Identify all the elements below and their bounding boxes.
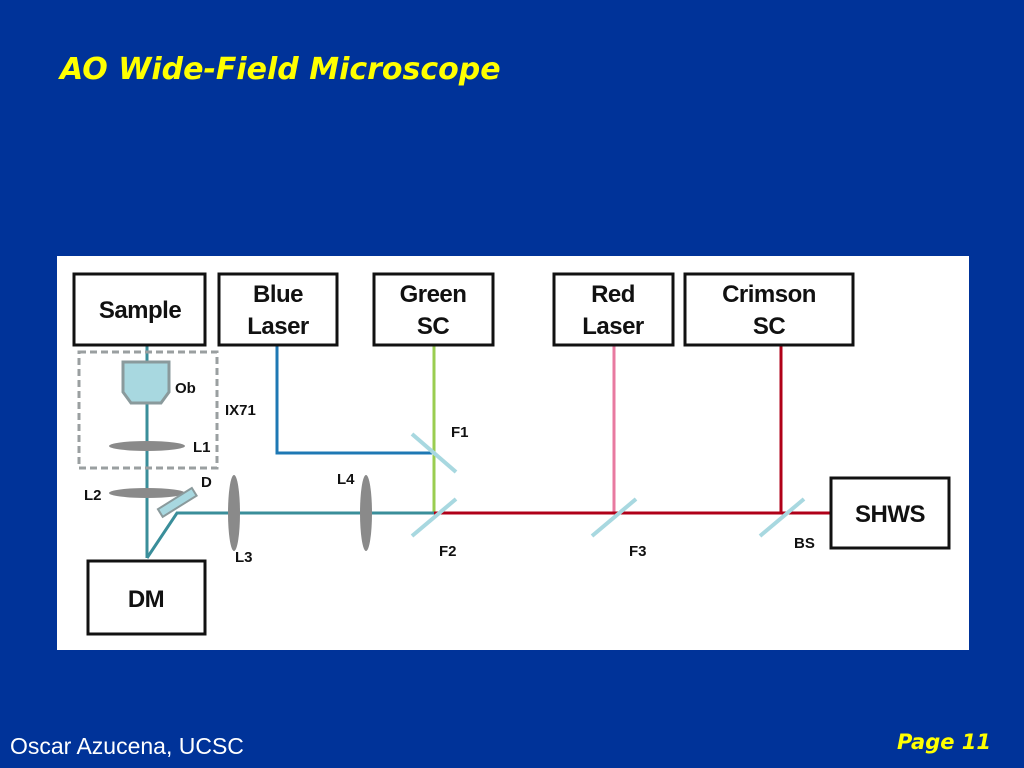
green-sc-label-line1: Green xyxy=(400,281,467,308)
crimson-sc-label-line2: SC xyxy=(753,313,786,340)
crimson-sc-box xyxy=(683,272,855,347)
crimson-sc-label-line1: Crimson xyxy=(722,281,816,308)
filter-f1-icon xyxy=(410,432,458,474)
green-sc-box xyxy=(372,272,495,347)
shws-box-label: SHWS xyxy=(855,501,925,528)
dm-relay-beam xyxy=(145,511,434,559)
lens-l1-icon xyxy=(109,441,185,451)
d-label: D xyxy=(201,474,212,491)
dm-box xyxy=(86,559,207,636)
red-laser-box xyxy=(552,272,675,347)
filter-f3-icon xyxy=(590,497,638,538)
l2-label: L2 xyxy=(84,487,102,504)
f2-label: F2 xyxy=(439,543,457,560)
filter-f2-icon xyxy=(410,497,458,538)
ob-label: Ob xyxy=(175,380,196,397)
ix71-enclosure xyxy=(77,350,219,470)
l4-label: L4 xyxy=(337,471,355,488)
mirror-d-icon xyxy=(156,486,198,519)
f3-label: F3 xyxy=(629,543,647,560)
lens-l2-icon xyxy=(109,488,185,498)
component-boxes xyxy=(72,272,951,636)
blue-laser-label-line1: Blue xyxy=(253,281,303,308)
f1-label: F1 xyxy=(451,424,469,441)
red-laser-label-line1: Red xyxy=(591,281,635,308)
blue-beam xyxy=(275,346,432,455)
lens-l3-icon xyxy=(228,475,240,551)
ix71-label: IX71 xyxy=(225,402,256,419)
footer-author: Oscar Azucena, UCSC xyxy=(10,733,244,759)
l3-label: L3 xyxy=(235,549,253,566)
blue-laser-box xyxy=(217,272,339,347)
lens-l4-icon xyxy=(360,475,372,551)
beam-splitter-icon xyxy=(758,497,806,538)
shws-box xyxy=(829,476,951,550)
sample-box-label: Sample xyxy=(99,297,182,324)
l1-label: L1 xyxy=(193,439,211,456)
bs-label: BS xyxy=(794,535,815,552)
sample-box xyxy=(72,272,207,347)
red-laser-label-line2: Laser xyxy=(582,313,644,340)
dichroic-filters xyxy=(410,432,806,538)
slide-title: AO Wide-Field Microscope xyxy=(60,52,501,87)
objective-icon xyxy=(121,360,171,405)
beam-paths xyxy=(145,346,830,559)
blue-laser-label-line2: Laser xyxy=(247,313,309,340)
optical-diagram: Sample Blue Laser Green SC Red Laser Cri… xyxy=(57,256,969,650)
page-number: Page 11 xyxy=(896,730,991,754)
optical-diagram-svg: Sample Blue Laser Green SC Red Laser Cri… xyxy=(72,272,951,636)
dm-box-label: DM xyxy=(128,586,164,613)
green-sc-label-line2: SC xyxy=(417,313,450,340)
